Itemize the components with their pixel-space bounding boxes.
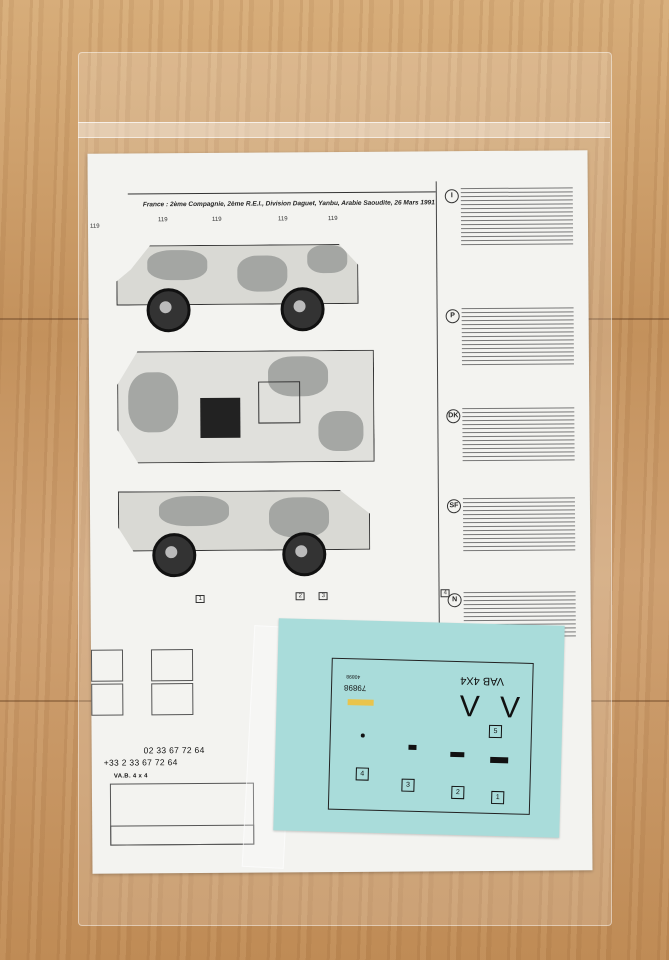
decal-marker: 5: [488, 724, 503, 739]
paint-code-callout: 119: [211, 216, 222, 223]
part-number: 2: [295, 592, 305, 601]
product-line: VA.B. 4 x 4: [113, 773, 148, 780]
paint-code-callout: 119: [327, 216, 338, 223]
bag-seal-strip: [78, 122, 610, 138]
decal-number: 79898: [343, 683, 367, 693]
instruction-icon-box: [91, 683, 124, 716]
chevron-decals: V V: [459, 690, 527, 725]
hatch-block: [200, 398, 240, 438]
wheel: [146, 288, 191, 333]
paint-code-callout: 119: [157, 217, 168, 224]
small-decal: [490, 756, 509, 764]
decal-marker: 4: [355, 767, 369, 781]
wheel: [152, 533, 197, 578]
decal-label: VAB 4X4: [460, 674, 505, 688]
phone-number: 02 33 67 72 64: [143, 744, 205, 756]
language-marker: DK: [446, 409, 461, 424]
title-rule: [127, 191, 436, 195]
order-form-row: [110, 824, 255, 846]
decal-frame: VAB 4X4 79898 40898 V V 5 4 3 2 1: [327, 657, 534, 815]
paint-code-callout: 119: [277, 216, 288, 223]
small-decal: [408, 744, 417, 750]
phone-number-intl: +33 2 33 67 72 64: [103, 757, 178, 768]
instruction-icon-box: [151, 683, 194, 716]
yellow-stripe-decal: [347, 699, 374, 706]
decal-marker: 2: [451, 785, 465, 800]
language-marker: P: [445, 309, 460, 324]
decal-marker: 3: [401, 778, 415, 792]
language-marker: I: [444, 189, 459, 204]
dot-decal: [360, 733, 365, 738]
decal-marker: 1: [491, 790, 505, 805]
instruction-icon-box: [90, 649, 124, 682]
paint-code-label: 119: [89, 223, 100, 230]
part-number: 1: [195, 594, 205, 604]
instruction-icon-box: [150, 649, 194, 682]
instruction-title: France : 2ème Compagnie, 2ème R.E.I., Di…: [142, 199, 435, 209]
language-marker: N: [447, 593, 462, 608]
wheel: [280, 287, 325, 332]
roof-hatch: [258, 381, 300, 423]
decal-sheet: VAB 4X4 79898 40898 V V 5 4 3 2 1: [273, 618, 565, 838]
part-number: 3: [318, 592, 328, 601]
decal-small-number: 40898: [346, 673, 361, 680]
vehicle-top-view: [117, 350, 375, 464]
wheel: [282, 532, 327, 577]
small-decal: [450, 751, 465, 758]
language-marker: SF: [446, 499, 462, 514]
